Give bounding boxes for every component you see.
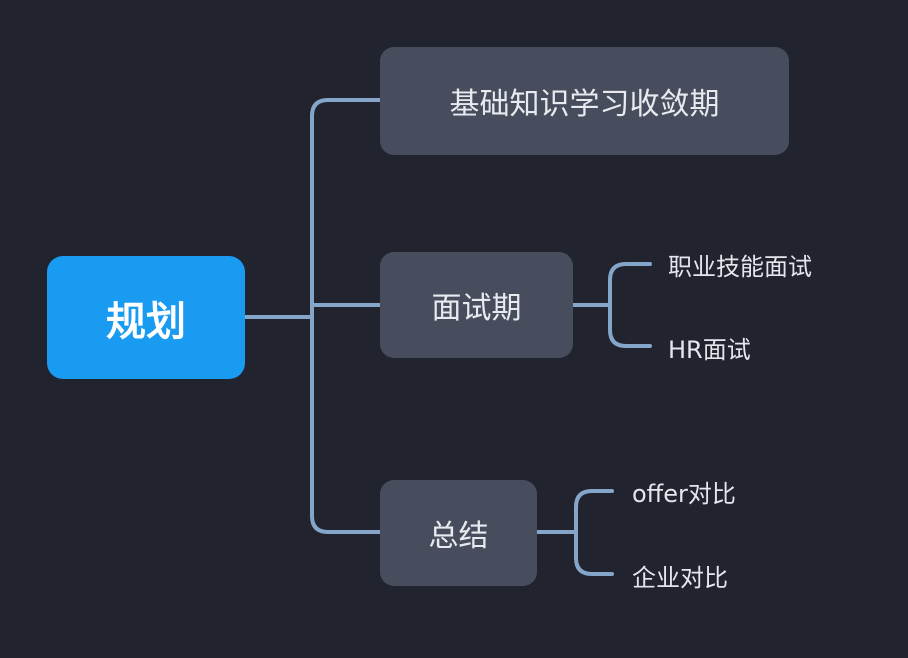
connector-branch-2-leaf-1 (608, 262, 652, 307)
root-node-label: 规划 (106, 298, 186, 345)
leaf-node-skill-interview[interactable]: 职业技能面试 (668, 246, 868, 282)
branch-node-label: 总结 (428, 519, 489, 554)
leaf-node-label: offer对比 (632, 479, 736, 508)
leaf-node-label: 职业技能面试 (668, 252, 812, 281)
root-node[interactable]: 规划 (47, 256, 245, 379)
branch-node-interview[interactable]: 面试期 (380, 252, 573, 358)
leaf-node-label: HR面试 (668, 335, 751, 364)
branch-node-label: 基础知识学习收敛期 (449, 87, 720, 122)
connector-root-branch-3 (310, 315, 382, 534)
connector-branch-3-leaf-2 (574, 530, 614, 576)
branch-node-foundation[interactable]: 基础知识学习收敛期 (380, 47, 789, 155)
branch-node-summary[interactable]: 总结 (380, 480, 537, 586)
leaf-node-hr-interview[interactable]: HR面试 (668, 329, 868, 365)
connector-branch-3-leaf-1 (574, 489, 614, 534)
leaf-node-offer-compare[interactable]: offer对比 (632, 473, 832, 509)
branch-node-label: 面试期 (431, 291, 522, 326)
leaf-node-company-compare[interactable]: 企业对比 (632, 557, 832, 593)
connector-branch-2-leaf-2 (608, 303, 652, 348)
leaf-node-label: 企业对比 (632, 563, 728, 592)
connector-root-branch-1 (310, 98, 382, 319)
